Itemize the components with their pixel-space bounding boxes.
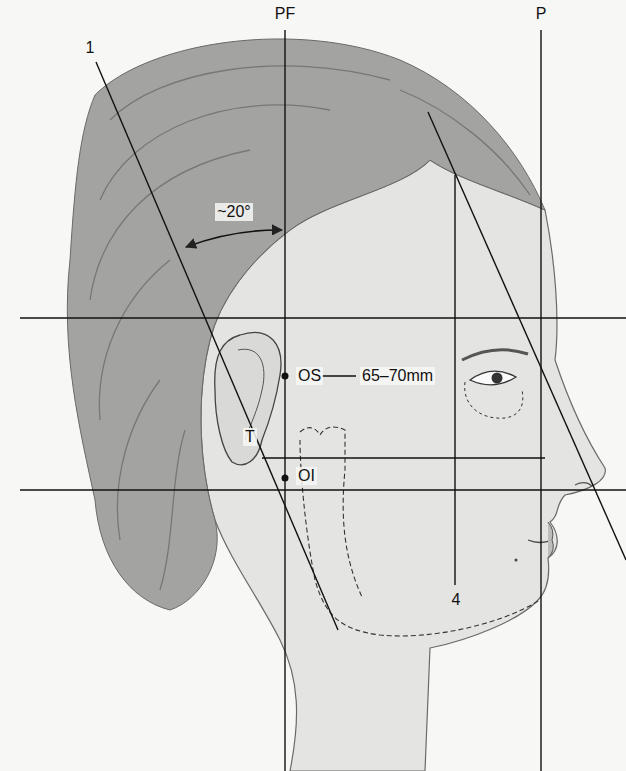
dimension: 65–70mm: [360, 367, 435, 385]
point-name: OS: [296, 367, 323, 385]
point-name: T: [243, 428, 257, 446]
hair-strands: [90, 66, 530, 590]
callout-number: 1: [84, 39, 97, 57]
line-name: PF: [273, 5, 297, 23]
eyebrow: [462, 350, 528, 360]
eye: [470, 371, 516, 385]
orbit-outline: [465, 382, 523, 418]
ear: [215, 332, 281, 464]
angle-value: ~20°: [215, 203, 253, 221]
point-name: OI: [296, 467, 317, 485]
line-name: P: [534, 5, 549, 23]
callout-number: 4: [450, 591, 463, 609]
condyle-outline: [300, 427, 362, 597]
reference-lines: [20, 30, 626, 771]
angle-arc: [186, 230, 282, 247]
point-dot: [282, 373, 289, 380]
mandible-outline: [300, 440, 540, 636]
point-dot: [282, 475, 289, 482]
